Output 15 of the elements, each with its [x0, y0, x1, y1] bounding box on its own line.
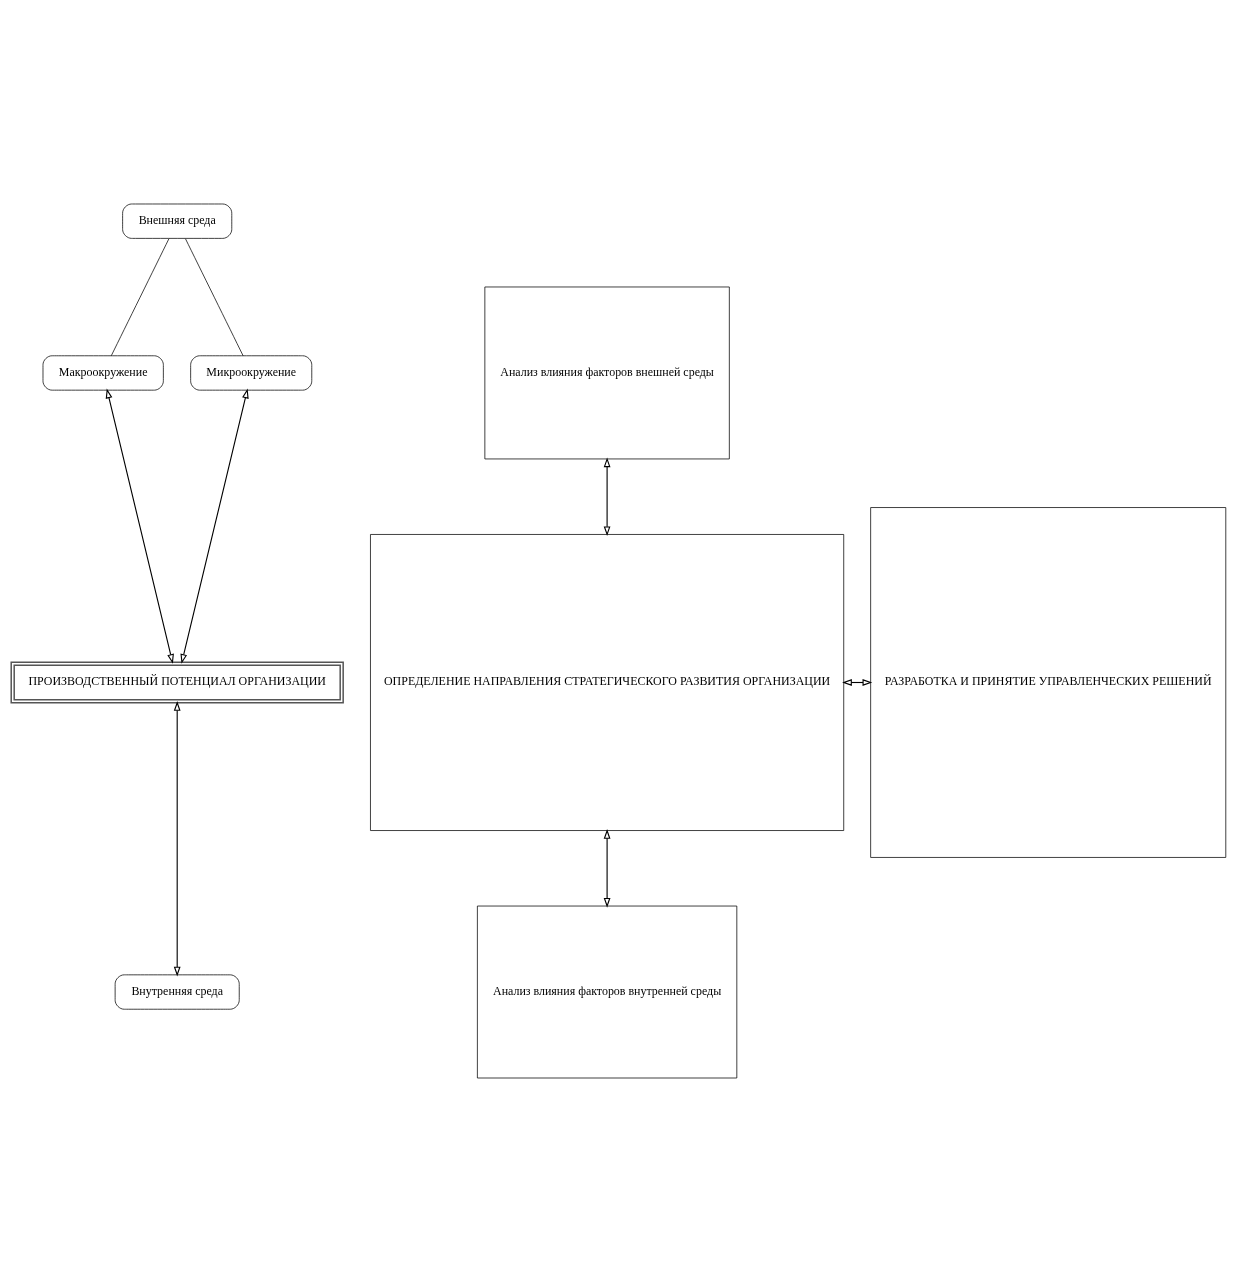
node-box: РАЗРАБОТКА И ПРИНЯТИЕ УПРАВЛЕНЧЕСКИХ РЕШЕНИЙ [870, 506, 1227, 858]
connector [185, 237, 244, 356]
node-box: Внутренняя среда [114, 973, 240, 1010]
arrow [180, 388, 249, 664]
node-box: Внешняя среда [122, 203, 233, 239]
node-box: Макроокружение [42, 354, 164, 391]
arrow [105, 388, 174, 664]
node-box: Анализ влияния факторов внутренней среды [477, 905, 738, 1078]
arrow [603, 456, 611, 536]
node-box: Микроокружение [190, 354, 313, 391]
node-box: Анализ влияния факторов внешней среды [484, 286, 730, 459]
connector [110, 237, 170, 356]
node-box: ОПРЕДЕЛЕНИЕ НАПРАВЛЕНИЯ СТРАТЕГИЧЕСКОГО РАЗВИТИЯ ОРГАНИЗАЦИИ [370, 533, 845, 831]
arrow [173, 700, 181, 976]
arrow [603, 828, 611, 908]
